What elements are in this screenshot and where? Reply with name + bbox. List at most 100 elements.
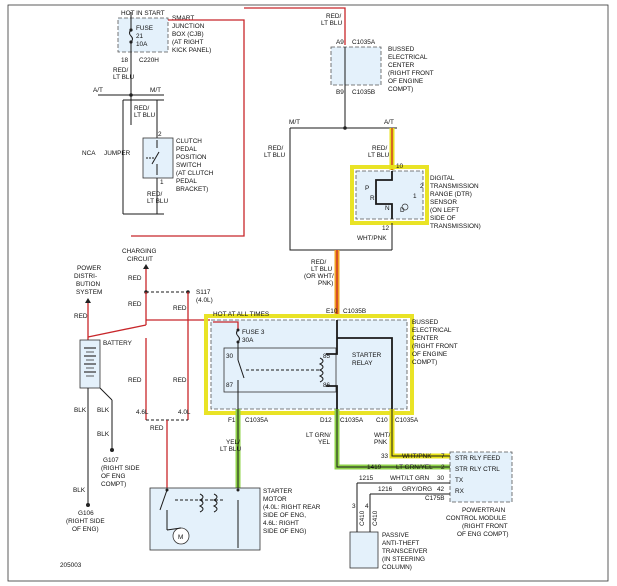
pats-pin-3: 3 <box>352 503 356 510</box>
bussed-top-label-3: CENTER <box>388 62 415 69</box>
clutch-label-3: POSITION <box>176 154 207 161</box>
relay-pin-85: 85 <box>323 353 331 360</box>
mt-right-label: M/T <box>289 119 300 126</box>
pcm-pin-42: 42 <box>437 486 445 493</box>
fuse-label: FUSE <box>136 25 153 32</box>
wire-label: RED/ <box>147 191 162 198</box>
wire-no-1419: 1419 <box>367 464 382 471</box>
bussed-main-label-6: COMPT) <box>412 359 437 366</box>
wire-label: YEL/ <box>226 439 240 446</box>
bussed-f10-connector: C1035A <box>245 417 269 424</box>
bussed-top-label-6: COMPT) <box>388 86 413 93</box>
size-4-0-label: 4.0L <box>178 409 191 416</box>
passive-anti-theft-transceiver: 3 4 C410 C410 PASSIVE ANTI-THEFT TRANSCE… <box>349 503 428 571</box>
diagram-id: 205003 <box>60 562 82 569</box>
pcm-func-rx: RX <box>455 488 465 495</box>
motor-label: M <box>178 534 183 541</box>
relay-coil-symbol <box>318 357 324 383</box>
cjb-label-4: (AT RIGHT <box>172 39 203 46</box>
pats-label-2: ANTI-THEFT <box>382 540 419 547</box>
dtr-label-6: SIDE OF <box>430 215 456 222</box>
wire-label: RED/ <box>372 145 387 152</box>
wire-label: RED <box>128 377 142 384</box>
starter-label-3: (4.0L: RIGHT REAR <box>263 504 321 511</box>
dtr-label-2: TRANSMISSION <box>430 183 479 190</box>
bussed-main-label-2: ELECTRICAL <box>412 327 452 334</box>
g107-label-4: COMPT) <box>101 481 126 488</box>
wire-label: WHT/ <box>374 432 391 439</box>
bussed-top-label-4: (RIGHT FRONT <box>388 70 434 77</box>
pcm-pin-2: 2 <box>441 464 445 471</box>
starter-label-1: STARTER <box>263 488 293 495</box>
dtr-sensor: 10 12 P R N D 2 1 DIGITAL TRANSMISSION R… <box>350 163 481 232</box>
charging-label-1: CHARGING <box>122 248 156 255</box>
wire-label: RED <box>128 275 142 282</box>
power-dist-label-2: DISTRI- <box>74 273 97 280</box>
wire-label: (OR WHT/ <box>304 273 334 280</box>
cjb-label-3: BOX (CJB) <box>172 31 204 38</box>
g106-label-1: G106 <box>78 510 94 517</box>
powertrain-control-module: STR RLY FEED STR RLY CTRL TX RX 7 2 30 4… <box>425 451 513 538</box>
jumper-label: JUMPER <box>104 150 131 157</box>
s117-size: (4.0L) <box>196 297 213 304</box>
wire-no-1216: 1216 <box>378 486 393 493</box>
wire-label: BLK <box>73 487 86 494</box>
wire-label: LT BLU <box>368 152 389 159</box>
fuse-connector: C220H <box>139 57 159 64</box>
wire-label: BLK <box>74 407 87 414</box>
clutch-label-7: BRACKET) <box>176 186 208 193</box>
pcm-func-str-rly-feed: STR RLY FEED <box>455 455 501 462</box>
diagram-frame <box>7 4 609 582</box>
wire-wht-pnk: WHT/PNK <box>402 453 432 460</box>
wire-label: LT BLU <box>220 446 241 453</box>
bussed-main-label-4: (RIGHT FRONT <box>412 343 458 350</box>
dtr-label-1: DIGITAL <box>430 175 455 182</box>
hot-at-all-times-label: HOT AT ALL TIMES <box>213 311 269 318</box>
clutch-label-1: CLUTCH <box>176 138 202 145</box>
clutch-label-5: (AT CLUTCH <box>176 170 214 177</box>
pats-box <box>349 531 379 569</box>
battery: BATTERY <box>79 339 133 389</box>
dtr-label-7: TRANSMISSION) <box>430 223 481 230</box>
wire-label: RED <box>173 377 187 384</box>
wire-label: WHT/PNK <box>357 235 387 242</box>
g107-label-1: G107 <box>103 457 119 464</box>
pats-label-3: TRANSCEIVER <box>382 548 428 555</box>
dtr-r-label: R <box>370 195 375 202</box>
cjb-box <box>117 17 169 53</box>
fuse-3-label: FUSE 3 <box>242 329 265 336</box>
hot-in-start-label: HOT IN START <box>121 10 165 17</box>
clutch-label-4: SWITCH <box>176 162 202 169</box>
pats-connector-a: C410 <box>359 510 366 526</box>
starter-label-4: SIDE OF ENG, <box>263 512 306 519</box>
bussed-d12-connector: C1035A <box>340 417 364 424</box>
wire-label: LT BLU <box>147 198 168 205</box>
cjb-label-2: JUNCTION <box>172 23 205 30</box>
wire-label: RED/ <box>311 259 326 266</box>
pcm-pin-7: 7 <box>441 453 445 460</box>
starter-motor: M STARTER MOTOR (4.0L: RIGHT REAR SIDE O… <box>149 487 321 551</box>
relay-label-1: STARTER <box>352 352 382 359</box>
clutch-label-2: PEDAL <box>176 146 197 153</box>
wire-label: RED/ <box>268 145 283 152</box>
wire-no-1215: 1215 <box>359 475 374 482</box>
at-right-label: A/T <box>384 119 394 126</box>
dtr-pin-10: 10 <box>396 163 404 170</box>
pcm-pin-30: 30 <box>437 475 445 482</box>
pats-label-4: (IN STEERING <box>382 556 425 563</box>
g106-label-3: OF ENG) <box>72 526 99 533</box>
bussed-d12-pin: D12 <box>320 417 332 424</box>
dtr-pin-12: 12 <box>382 225 390 232</box>
starter-label-2: MOTOR <box>263 496 287 503</box>
clutch-label-6: PEDAL <box>176 178 197 185</box>
red-wire-top-loop <box>131 19 245 237</box>
pats-label-1: PASSIVE <box>382 532 409 539</box>
charging-label-2: CIRCUIT <box>127 256 153 263</box>
bussed-e10-connector: C1035B <box>343 308 366 315</box>
bussed-top-pin-b9: B9 <box>336 89 344 96</box>
fuse-number: 21 <box>136 33 144 40</box>
nca-label: NCA <box>82 150 96 157</box>
bussed-f10-pin: F10 <box>228 417 239 424</box>
fuse-pin: 18 <box>121 57 129 64</box>
